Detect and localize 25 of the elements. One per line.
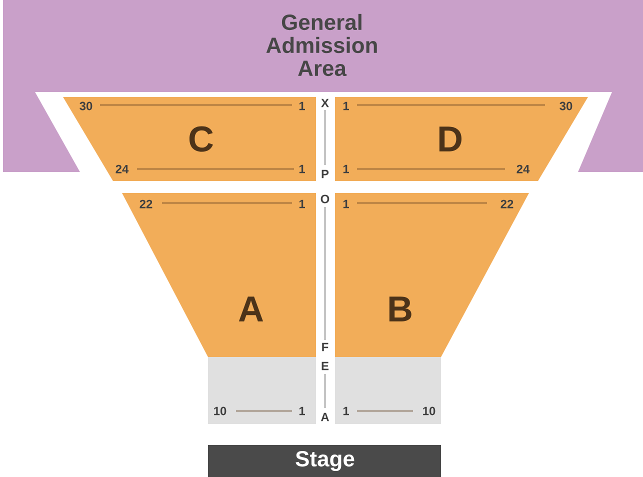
seat-number: 24 (116, 164, 129, 174)
seat-number: 1 (299, 406, 305, 416)
seat-number: 1 (343, 102, 349, 110)
aisle-row-letter: A (320, 412, 330, 422)
aisle-row-letter: P (322, 170, 329, 178)
seat-number: 1 (343, 164, 349, 174)
aisle-row-letter: F (322, 342, 328, 352)
stage-block: Stage (208, 445, 441, 477)
seat-number: 22 (500, 200, 514, 208)
seating-section (208, 357, 316, 424)
seat-number: 24 (516, 164, 530, 174)
seating-section (335, 357, 441, 424)
seat-number: 1 (299, 102, 305, 110)
seat-number: 1 (343, 200, 349, 208)
aisle-row-letter: X (321, 98, 329, 108)
seat-number: 1 (299, 164, 305, 174)
seat-number: 10 (214, 406, 226, 416)
seat-number: 22 (140, 200, 152, 208)
seat-number: 30 (80, 102, 92, 110)
seat-number: 1 (299, 200, 305, 208)
seat-number: 30 (560, 102, 572, 110)
seat-number: 10 (423, 406, 436, 416)
seat-number: 1 (343, 406, 349, 416)
aisle-row-letter: E (322, 362, 329, 370)
aisle-row-letter: O (320, 194, 330, 204)
